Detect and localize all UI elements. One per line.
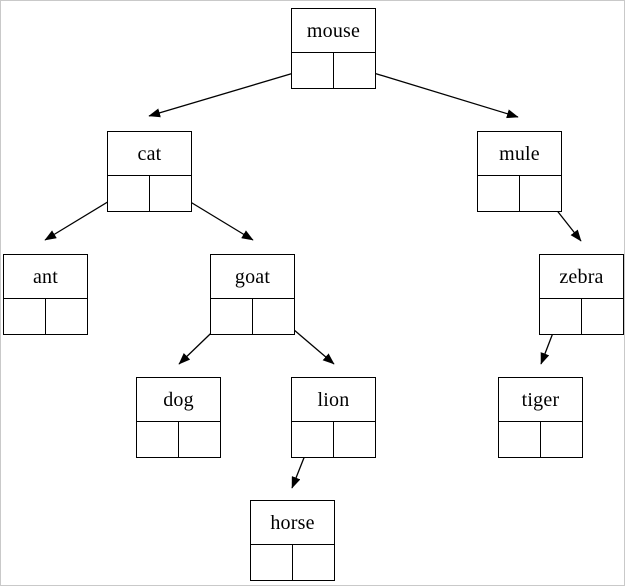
node-pointer-cells-ant	[4, 299, 87, 334]
node-pointer-cells-horse	[251, 545, 334, 580]
node-label-zebra: zebra	[540, 255, 623, 299]
node-right-pointer-tiger[interactable]	[541, 422, 583, 457]
node-left-pointer-cat[interactable]	[108, 176, 150, 211]
node-pointer-cells-lion	[292, 422, 375, 457]
node-left-pointer-zebra[interactable]	[540, 299, 582, 334]
node-label-ant: ant	[4, 255, 87, 299]
tree-node-lion[interactable]: lion	[291, 377, 376, 458]
node-left-pointer-tiger[interactable]	[499, 422, 541, 457]
node-left-pointer-mule[interactable]	[478, 176, 520, 211]
node-pointer-cells-tiger	[499, 422, 582, 457]
node-right-pointer-mule[interactable]	[520, 176, 562, 211]
node-right-pointer-mouse[interactable]	[334, 53, 376, 88]
node-label-mouse: mouse	[292, 9, 375, 53]
node-right-pointer-zebra[interactable]	[582, 299, 624, 334]
tree-node-horse[interactable]: horse	[250, 500, 335, 581]
node-right-pointer-dog[interactable]	[179, 422, 221, 457]
node-left-pointer-lion[interactable]	[292, 422, 334, 457]
node-right-pointer-goat[interactable]	[253, 299, 295, 334]
tree-node-goat[interactable]: goat	[210, 254, 295, 335]
node-pointer-cells-mouse	[292, 53, 375, 88]
node-right-pointer-lion[interactable]	[334, 422, 376, 457]
edge-arrow-mouse-left-cat	[148, 66, 315, 118]
node-right-pointer-horse[interactable]	[293, 545, 335, 580]
tree-node-mouse[interactable]: mouse	[291, 8, 376, 89]
node-label-horse: horse	[251, 501, 334, 545]
tree-node-ant[interactable]: ant	[3, 254, 88, 335]
node-pointer-cells-goat	[211, 299, 294, 334]
tree-node-zebra[interactable]: zebra	[539, 254, 624, 335]
node-left-pointer-goat[interactable]	[211, 299, 253, 334]
node-label-tiger: tiger	[499, 378, 582, 422]
node-left-pointer-horse[interactable]	[251, 545, 293, 580]
tree-node-cat[interactable]: cat	[107, 131, 192, 212]
node-left-pointer-mouse[interactable]	[292, 53, 334, 88]
node-pointer-cells-zebra	[540, 299, 623, 334]
node-right-pointer-cat[interactable]	[150, 176, 192, 211]
node-label-goat: goat	[211, 255, 294, 299]
node-pointer-cells-dog	[137, 422, 220, 457]
node-label-cat: cat	[108, 132, 191, 176]
node-pointer-cells-cat	[108, 176, 191, 211]
node-left-pointer-dog[interactable]	[137, 422, 179, 457]
node-right-pointer-ant[interactable]	[46, 299, 88, 334]
node-label-dog: dog	[137, 378, 220, 422]
node-pointer-cells-mule	[478, 176, 561, 211]
tree-node-mule[interactable]: mule	[477, 131, 562, 212]
node-left-pointer-ant[interactable]	[4, 299, 46, 334]
node-label-lion: lion	[292, 378, 375, 422]
edge-arrow-mouse-right-mule	[353, 66, 519, 119]
node-label-mule: mule	[478, 132, 561, 176]
tree-node-tiger[interactable]: tiger	[498, 377, 583, 458]
tree-node-dog[interactable]: dog	[136, 377, 221, 458]
